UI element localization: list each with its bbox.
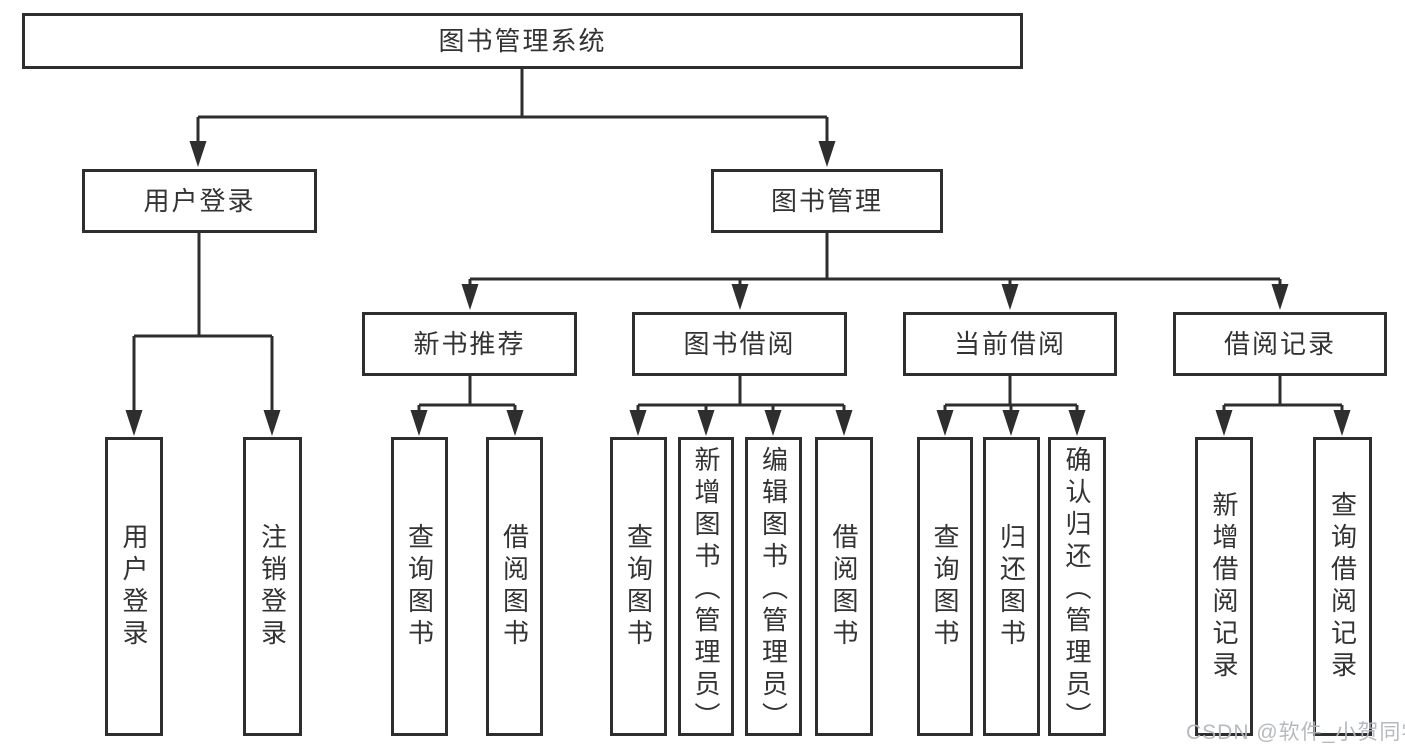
arrowheads-borrow-records <box>1215 410 1351 436</box>
leaf-logout: 注销登录 <box>243 437 302 736</box>
leaf-query-borrow-record: 查询借阅记录 <box>1313 437 1372 736</box>
csdn-watermark: CSDN @软件_小贺同学 <box>1186 721 1405 744</box>
node-root-library-management-system: 图书管理系统 <box>22 13 1023 69</box>
connector-user-login-children <box>132 233 274 414</box>
leaf-borrow-books-2: 借阅图书 <box>815 437 873 736</box>
node-book-borrow: 图书借阅 <box>632 312 847 376</box>
leaf-edit-books-admin: 编辑图书（管理员） <box>745 437 802 736</box>
arrowheads-level3 <box>461 284 1289 310</box>
leaf-user-login: 用户登录 <box>105 437 163 736</box>
connector-borrow-records-children <box>1222 376 1344 414</box>
arrowheads-current-borrow <box>936 410 1086 436</box>
leaf-query-books-3: 查询图书 <box>917 437 973 736</box>
connector-current-borrow-children <box>943 376 1079 414</box>
leaf-query-books-2: 查询图书 <box>610 437 667 736</box>
connector-book-management-children <box>468 233 1282 289</box>
node-borrow-records: 借阅记录 <box>1173 312 1387 376</box>
node-new-book-recommend: 新书推荐 <box>362 312 577 376</box>
arrowheads-user-login-children <box>125 410 281 436</box>
leaf-add-borrow-record: 新增借阅记录 <box>1195 437 1253 736</box>
node-user-login: 用户登录 <box>82 169 317 233</box>
connector-root-to-level2 <box>196 69 829 145</box>
leaf-borrow-books-1: 借阅图书 <box>486 437 543 736</box>
node-book-management: 图书管理 <box>711 169 943 233</box>
arrowheads-book-borrow <box>629 410 853 436</box>
leaf-confirm-return-admin: 确认归还（管理员） <box>1048 437 1106 736</box>
connector-book-borrow-children <box>636 376 846 414</box>
connector-new-book-recommend-children <box>417 376 517 414</box>
leaf-add-books-admin: 新增图书（管理员） <box>678 437 734 736</box>
arrowheads-new-book-recommend <box>410 410 524 436</box>
leaf-query-books-1: 查询图书 <box>391 437 448 736</box>
arrowheads-level2 <box>189 141 836 167</box>
node-current-borrow: 当前借阅 <box>903 312 1117 376</box>
leaf-return-books: 归还图书 <box>983 437 1040 736</box>
